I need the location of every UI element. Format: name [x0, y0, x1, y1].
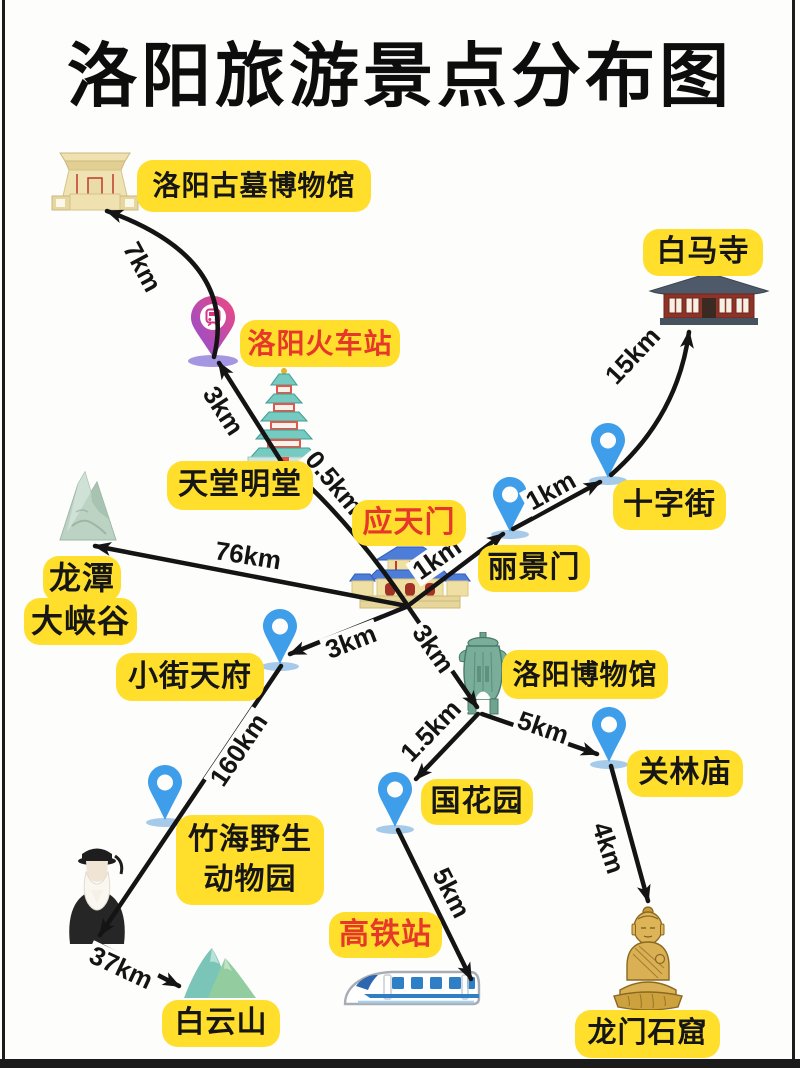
- longtan-label-top: 龙潭: [43, 556, 121, 602]
- ancient-tombs-museum-label-text: 洛阳古墓博物馆: [152, 170, 356, 202]
- page-title: 洛阳旅游景点分布图: [67, 37, 733, 115]
- longtan-label-bottom-text: 大峡谷: [30, 602, 130, 639]
- ancient-tombs-museum-icon: [50, 150, 140, 221]
- guohuayuan-label: 国花园: [421, 779, 533, 825]
- shizijie-label: 十字街: [613, 480, 726, 530]
- baimasi-label: 白马寺: [643, 229, 763, 276]
- guohuayuan-pin: [374, 771, 416, 840]
- tiantang-mingtang-label-text: 天堂明堂: [178, 468, 302, 502]
- luoyang-museum-label: 洛阳博物馆: [502, 650, 668, 699]
- lijingmen-label: 丽景门: [478, 545, 590, 592]
- distance-label-yingtianmen-longtan-daxiagu: 76km: [210, 535, 286, 575]
- zhuhai-zoo-label-text: 动物园: [203, 863, 297, 896]
- distance-label-lijingmen-shizijie: 1km: [518, 465, 584, 518]
- baiyunshan-label-text: 白云山: [174, 1006, 268, 1040]
- railway-station-pin: [185, 295, 241, 374]
- tiantang-mingtang-label: 天堂明堂: [167, 461, 313, 510]
- baiyunshan-label: 白云山: [162, 1000, 280, 1047]
- ancient-tombs-museum-label: 洛阳古墓博物馆: [137, 160, 371, 212]
- distance-label-yingtianmen-xiaojie-tianfu: 3km: [319, 618, 383, 666]
- longmen-grottoes-label-text: 龙门石窟: [587, 1017, 708, 1050]
- railway-station-label-text: 洛阳火车站: [247, 327, 393, 359]
- yingtianmen-label: 应天门: [352, 500, 466, 546]
- distance-label-luoyang-museum-guohuayuan: 1.5km: [393, 692, 469, 770]
- distance-label-guanlinmiao-longmen-grottoes: 4km: [586, 816, 631, 880]
- distance-label-luoyang-museum-guanlinmiao: 5km: [511, 705, 575, 751]
- xiaojie-tianfu-pin: [259, 608, 301, 677]
- distance-label-shizijie-baimasi: 15km: [598, 320, 668, 392]
- distance-label-railway-station-ancient-tombs-museum: 7km: [116, 234, 168, 300]
- xiaojie-tianfu-label-text: 小街天府: [128, 659, 252, 693]
- gaotiezhan-label: 高铁站: [329, 912, 442, 958]
- yingtianmen-label-text: 应天门: [362, 505, 456, 539]
- luoyang-museum-label-text: 洛阳博物馆: [512, 658, 658, 690]
- guanlinmiao-pin: [588, 706, 630, 775]
- laozi-statue-icon: [56, 840, 138, 951]
- baimasi-label-text: 白马寺: [656, 235, 750, 269]
- bullet-train-icon: [340, 962, 484, 1019]
- frame-bottom: [0, 1059, 800, 1068]
- longtan-label-bottom: 大峡谷: [24, 598, 137, 645]
- distance-label-xiaojie-tianfu-zhuhai-zoo: 160km: [203, 706, 275, 794]
- zhuhai-zoo-label-text: 竹海野生: [188, 822, 312, 856]
- shizijie-label-text: 十字街: [623, 487, 716, 521]
- distance-label-yingtianmen-luoyang-museum: 3km: [405, 617, 461, 681]
- frame-left: [2, 0, 5, 1068]
- baiyun-mountain-icon: [178, 940, 262, 1005]
- lijingmen-label-text: 丽景门: [487, 551, 581, 585]
- guanlinmiao-label-text: 关林庙: [638, 756, 732, 790]
- xiaojie-tianfu-label: 小街天府: [116, 653, 264, 701]
- longtan-label-top-text: 龙潭: [48, 560, 115, 597]
- longmen-grottoes-label: 龙门石窟: [575, 1010, 720, 1058]
- railway-station-label: 洛阳火车站: [240, 320, 400, 367]
- guohuayuan-label-text: 国花园: [430, 784, 524, 818]
- zhuhai-zoo-label: 竹海野生动物园: [176, 815, 324, 905]
- guanlinmiao-label: 关林庙: [627, 750, 743, 797]
- gaotiezhan-label-text: 高铁站: [339, 917, 432, 951]
- longtan-mountain-icon: [52, 468, 124, 549]
- buddha-statue-icon: [602, 904, 694, 1017]
- frame-right: [792, 0, 795, 1068]
- baimasi-temple-icon: [646, 272, 772, 331]
